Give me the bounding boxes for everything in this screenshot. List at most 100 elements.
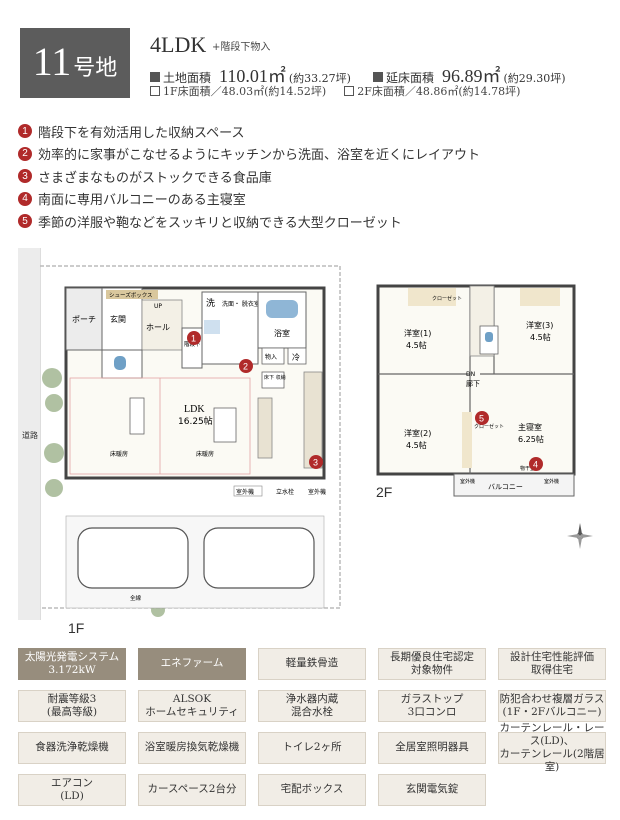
area-main-row: 土地面積 110.01㎡ (約33.27坪) 延床面積 96.89㎡ (約29.…: [150, 62, 588, 88]
feature-number-badge: 3: [18, 169, 32, 184]
feature-marker: [475, 411, 489, 425]
tree-icon: [45, 394, 63, 412]
equipment-item: 全居室照明器具: [378, 732, 486, 764]
first-area-label: 1F床面積: [163, 85, 211, 98]
feature-marker-label: 5: [479, 414, 484, 424]
room3-label: 洋室(3): [526, 320, 553, 330]
area-sub-row: 1F床面積 ／48.03㎡ (約14.52坪) 2F床面積 ／48.86㎡ (約…: [150, 83, 538, 99]
ldk-label: LDK: [184, 404, 205, 415]
second-area-tsubo: (約14.78坪): [458, 85, 521, 98]
toilet-icon: [114, 356, 126, 370]
dining-table-icon: [213, 407, 237, 443]
first-floor-area: 1F床面積 ／48.03㎡ (約14.52坪): [150, 83, 326, 99]
kitchen-counter: [303, 371, 323, 469]
floor-heating-label-1: 床暖房: [110, 450, 128, 458]
entrance-label: 玄関: [110, 314, 126, 324]
equipment-item: 軽量鉄骨造: [258, 648, 366, 680]
land-area-value: 110.01㎡: [219, 66, 286, 86]
washroom-label: 洗面・ 脱衣室: [222, 300, 260, 308]
outdoor-unit-label-b: 室外機: [544, 478, 559, 485]
closet-label-2: クローゼット: [432, 295, 462, 302]
under-stairs-label: 階段下 物入: [184, 340, 214, 348]
layout-type: 4LDK: [150, 32, 207, 57]
floor-area-tsubo: (約29.30坪): [503, 72, 566, 85]
floor-heating-label-2: 床暖房: [196, 450, 214, 458]
car-icon: [203, 527, 315, 589]
feature-marker: [309, 455, 323, 469]
equipment-item: 浄水器内蔵 混合水栓: [258, 690, 366, 722]
outdoor-unit-label-2: 室外機: [308, 488, 326, 496]
first-area-tsubo: (約14.52坪): [264, 85, 327, 98]
equipment-item: カースペース2台分: [138, 774, 246, 806]
shoe-box-label: シューズボックス: [109, 291, 153, 299]
hall-label: ホール: [146, 323, 170, 332]
equipment-item: 浴室暖房換気乾燥機: [138, 732, 246, 764]
room1-size: 4.5帖: [406, 340, 427, 350]
floor-area-value: 96.89㎡: [441, 66, 501, 86]
stairs-up-label: UP: [154, 303, 162, 310]
balcony: [453, 473, 575, 497]
ldk-size: 16.25帖: [178, 415, 213, 427]
layout-note: +階段下物入: [212, 42, 271, 53]
stairs-down-label: DN: [466, 371, 475, 378]
floor-plan-1f: 道路 ポーチ 玄関 シューズボックス UP ホール 階段下 物入 洗 洗面・ 脱…: [18, 248, 341, 620]
room2-label: 洋室(2): [404, 428, 431, 438]
floor-label-1f: 1F: [68, 620, 85, 636]
feature-text: 階段下を有効活用した収納スペース: [38, 125, 245, 141]
toilet-icon: [485, 332, 493, 342]
shoe-box: [106, 290, 158, 299]
master-bedroom-label: 主寝室: [518, 422, 542, 432]
underfloor-storage-label: 床下 収納: [264, 374, 286, 381]
floor-plan-2f: 洋室(1) 4.5帖 洋室(3) 4.5帖 洋室(2) 4.5帖 主寝室 6.2…: [376, 284, 576, 497]
closet-label: クローゼット: [474, 423, 504, 430]
second-floor-area: 2F床面積 ／48.86㎡ (約14.78坪): [344, 83, 520, 99]
equipment-item: 宅配ボックス: [258, 774, 366, 806]
equipment-item: 太陽光発電システム 3.172kW: [18, 648, 126, 680]
porch-label: ポーチ: [72, 315, 96, 324]
second-square-icon: [344, 86, 355, 96]
first-square-icon: [150, 86, 160, 96]
feature-number-badge: 5: [18, 214, 32, 229]
feature-marker-label: 3: [313, 458, 318, 468]
outdoor-unit-1: [233, 485, 263, 497]
wash-label: 洗: [206, 297, 215, 309]
tree-icon: [42, 368, 62, 388]
land-area-label: 土地面積: [163, 71, 212, 85]
feature-marker-label: 4: [533, 460, 538, 470]
equipment-item: トイレ2ヶ所: [258, 732, 366, 764]
equipment-item: エアコン (LD): [18, 774, 126, 806]
outdoor-unit-label-a: 室外機: [460, 478, 475, 485]
equipment-item: 防犯合わせ複層ガラス (1F・2Fバルコニー): [498, 690, 606, 722]
parking-sign-label: 全線: [130, 594, 142, 602]
floor-square-icon: [372, 72, 383, 82]
equipment-item: カーテンレール・レース(LD)、 カーテンレール(2階居室): [498, 721, 606, 774]
first-area-value: ／48.03㎡: [210, 85, 265, 98]
equipment-item: エネファーム: [138, 648, 246, 680]
clothes-hanger-label: 物干金物: [520, 465, 540, 472]
feature-number-badge: 2: [18, 146, 32, 161]
lot-number: 11: [32, 39, 72, 84]
feature-text: 南面に専用バルコニーのある主寝室: [38, 193, 246, 209]
feature-text: 効率的に家事がこなせるようにキッチンから洗面、浴室を近くにレイアウト: [38, 148, 481, 164]
equipment-item: ガラストップ 3口コンロ: [378, 690, 486, 722]
feature-marker-label: 1: [191, 334, 196, 344]
equipment-item: 食器洗浄乾燥機: [18, 732, 126, 764]
land-area-tsubo: (約33.27坪): [288, 72, 351, 85]
closet-area: [408, 288, 456, 306]
walk-in-closet: [462, 412, 472, 468]
room2-size: 4.5帖: [406, 440, 427, 450]
bath-label: 浴室: [274, 328, 290, 338]
faucet-label: 立水栓: [276, 488, 294, 496]
floor-label-2f: 2F: [376, 484, 393, 500]
equipment-item: 耐震等級3 (最高等級): [18, 690, 126, 722]
lot-suffix: 号地: [73, 56, 118, 81]
feature-marker: [187, 331, 201, 345]
equipment-item: 設計住宅性能評価 取得住宅: [498, 648, 606, 680]
pantry-box: [261, 347, 285, 365]
master-bedroom-size: 6.25帖: [518, 434, 544, 444]
